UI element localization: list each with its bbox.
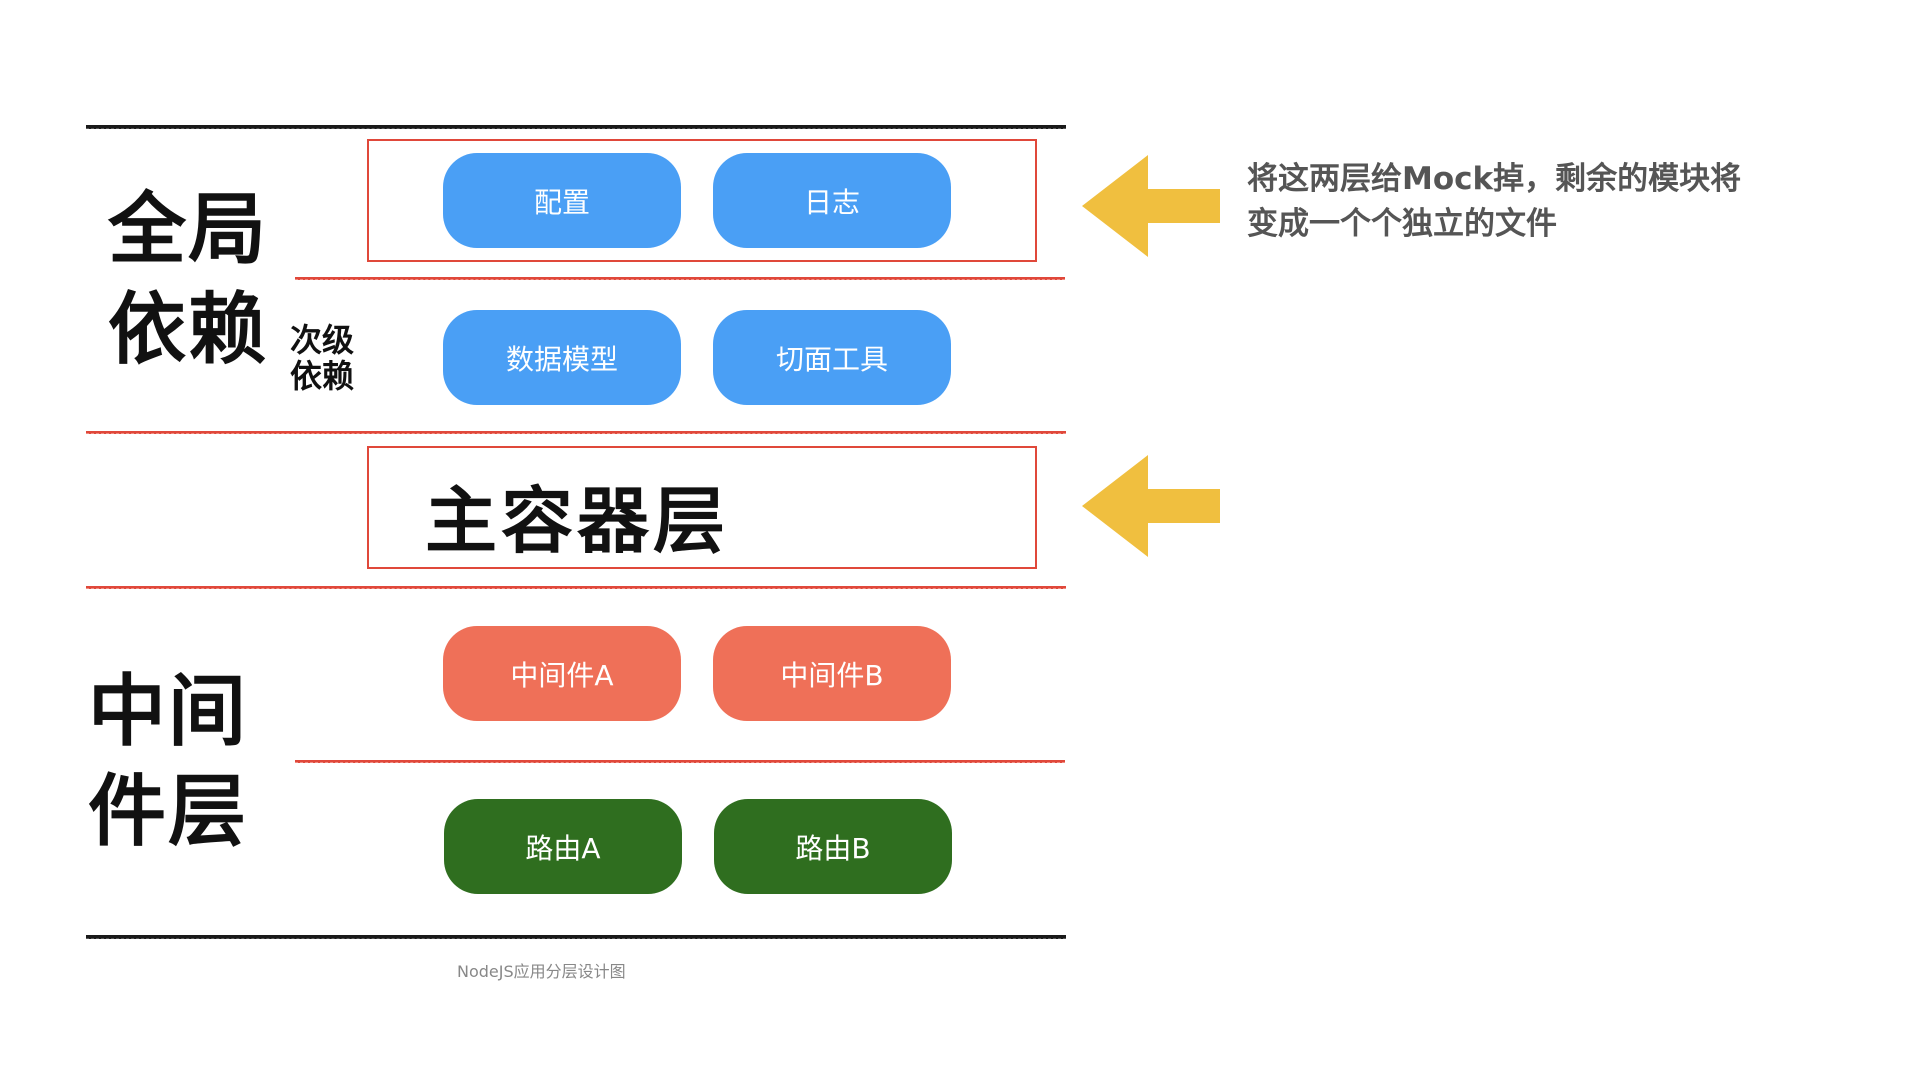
middleware-a-module: 中间件A bbox=[443, 626, 681, 721]
mock-note-line1: 将这两层给Mock掉，剩余的模块将 bbox=[1247, 161, 1742, 197]
aspect-tools-module: 切面工具 bbox=[713, 310, 951, 405]
data-model-module: 数据模型 bbox=[443, 310, 681, 405]
top-boundary-line bbox=[86, 125, 1066, 129]
middleware-layer-label: 中间 件层 bbox=[88, 662, 248, 862]
middleware-layer-label-line2: 件层 bbox=[88, 767, 249, 857]
route-a-module: 路由A bbox=[444, 799, 682, 894]
left-arrow-icon bbox=[1082, 455, 1220, 557]
middleware-layer-label-line1: 中间 bbox=[88, 667, 249, 757]
diagram-caption: NodeJS应用分层设计图 bbox=[457, 962, 626, 981]
secondary-divider-line bbox=[295, 277, 1065, 280]
global-dependency-label-line1: 全局 bbox=[108, 185, 269, 275]
middleware-b-module: 中间件B bbox=[713, 626, 951, 721]
container-layer-bottom-line bbox=[86, 586, 1066, 589]
left-arrow-icon bbox=[1082, 155, 1220, 257]
secondary-dependency-label-line2: 依赖 bbox=[290, 357, 355, 395]
mock-note: 将这两层给Mock掉，剩余的模块将 变成一个个独立的文件 bbox=[1247, 157, 1887, 247]
global-layer-bottom-line bbox=[86, 431, 1066, 434]
route-b-module: 路由B bbox=[714, 799, 952, 894]
global-dependency-label: 全局 依赖 bbox=[108, 180, 268, 380]
log-module: 日志 bbox=[713, 153, 951, 248]
main-container-layer-frame bbox=[367, 446, 1037, 569]
mock-note-line2: 变成一个个独立的文件 bbox=[1247, 206, 1557, 242]
bottom-boundary-line bbox=[86, 935, 1066, 939]
mocked-top-layer-frame bbox=[367, 139, 1037, 262]
secondary-dependency-label-line1: 次级 bbox=[290, 321, 355, 359]
global-dependency-label-line2: 依赖 bbox=[108, 285, 269, 375]
middleware-divider-line bbox=[295, 760, 1065, 763]
config-module: 配置 bbox=[443, 153, 681, 248]
main-container-layer-label: 主容器层 bbox=[425, 479, 730, 563]
secondary-dependency-label: 次级 依赖 bbox=[290, 322, 354, 394]
